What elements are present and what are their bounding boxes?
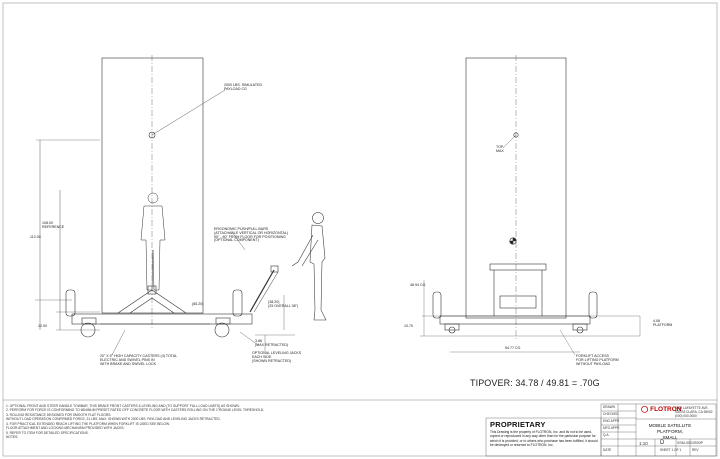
logo-mark-icon: ◯ (641, 406, 649, 413)
person-outline-side (291, 212, 327, 321)
height-overall-label: 112.00 (30, 235, 41, 239)
dwg-no-value: SSM-0001R00P (677, 441, 703, 445)
notes-heading: NOTES: (6, 435, 19, 440)
side-cg-top-icon (513, 132, 519, 138)
drawing-notes: 1. OPTIONAL FRONT AND STEER HANDLE TOWBA… (6, 404, 476, 440)
proprietary-title: PROPRIETARY (490, 420, 546, 429)
size-value: D (660, 440, 665, 446)
qa-label: Q.A. (603, 433, 610, 437)
forklift-note: FORKLIFT ACCESS FOR LIFTING PLATFORM WIT… (576, 354, 619, 366)
handle-dim-a: (85.20) (192, 302, 204, 306)
front-push-handle (249, 265, 279, 313)
side-view (420, 55, 641, 356)
handle-note: ERGONOMIC PUSH/PULL BARS (ATTACHABLE VER… (214, 227, 289, 243)
front-view (35, 55, 327, 356)
side-platform-dim: 4.06 PLATFORM (653, 319, 673, 327)
note-line: WITHOUT LOAD OPERATION CONFIRMED FORCE, … (6, 417, 221, 422)
scale-value: 1:10 (639, 441, 648, 446)
front-payload-cg-icon (148, 131, 156, 139)
front-payload-cylinder (101, 57, 204, 314)
drawing-title: MOBILE SATELLITE PLATFORM, SMALL (648, 423, 692, 440)
company-address: 2365 LAFAYETTE AVE. SANTA CLARA, CA 9505… (675, 406, 713, 419)
base-dim-label: 12.00 (38, 324, 47, 328)
height-reference-label: 108.00 REFERENCE (42, 221, 65, 229)
handle-dim-b: (38.20) (25 OVERALL 38") (268, 300, 299, 308)
company-logo: ◯ FLOTRON (641, 406, 682, 413)
note-line: 5. REFER TO ITEM FOR DETAILED SPECIFICAT… (6, 430, 89, 435)
title-block (485, 403, 717, 457)
note-line: 1. OPTIONAL FRONT AND STEER HANDLE TOWBA… (6, 404, 240, 408)
person-silhouette-front (140, 192, 166, 291)
proprietary-text: This Drawing is the property of FLOTRON,… (490, 430, 598, 448)
drawn-label: DRAWN (603, 405, 615, 409)
leveler-dim: 3.88 (MAX RETRACTED) (255, 339, 289, 347)
note-line: 2. PERFORM FOR FORCE IS CONFORMING TO MI… (6, 408, 265, 413)
note-line: FLOOR ATTACHMENT AND LOCKING MECHANISM P… (6, 426, 125, 431)
revision-label: REV (692, 448, 699, 452)
eng-appr-label: ENG APPR (603, 419, 620, 423)
side-base-dim: 10.70 (404, 324, 413, 328)
tipover-label: TIPOVER: 34.78 / 49.81 = .70G (470, 378, 600, 388)
front-platform-base (65, 285, 253, 338)
proprietary-box: PROPRIETARY This Drawing is the property… (488, 420, 600, 456)
date-label: DATE (603, 448, 612, 452)
leveler-note: OPTIONAL LEVELING JACKS EACH SIDE (SHOWN… (252, 351, 302, 363)
side-cg-label: TOP MAX (496, 145, 504, 153)
mfg-appr-label: MFG APPR (603, 426, 620, 430)
checked-label: CHECKED (603, 412, 619, 416)
caster-note: 20" X 5" HIGH CAPACITY CASTERS (4) TOTAL… (100, 354, 178, 366)
side-width-dim: 54.77 CG (505, 346, 521, 350)
side-cg-dim: 48.94 CG (410, 283, 426, 287)
note-line: 4. FOR PRACTICAL EXTENDED REACH LIFTING … (6, 421, 170, 426)
sheet-label: SHEET 1 OF 1 (660, 448, 682, 452)
payload-label: 2000 LBS. SIMULATED PAYLOAD CG (224, 83, 263, 91)
note-line: 3. ROLLING RESISTANCE DESIGNED FOR SMOOT… (6, 412, 112, 417)
